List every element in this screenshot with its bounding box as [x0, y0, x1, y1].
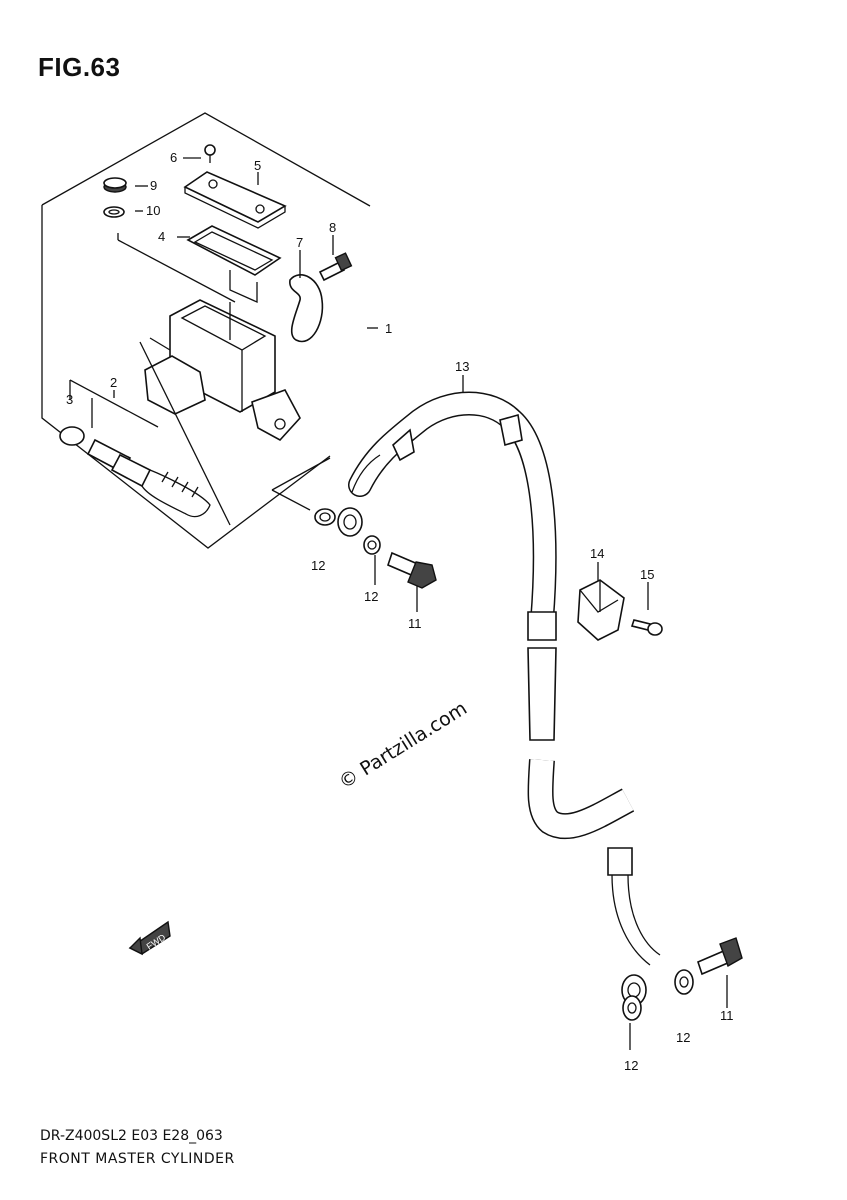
- callout-12-d: 12: [624, 1058, 638, 1073]
- part-14-hose-clamp: [577, 579, 625, 641]
- figure-description: FRONT MASTER CYLINDER: [40, 1151, 235, 1167]
- part-6-screw: [204, 144, 216, 163]
- callout-5: 5: [254, 158, 261, 173]
- callout-2: 2: [110, 375, 117, 390]
- figure-title: FIG.63: [38, 52, 121, 82]
- callout-8: 8: [329, 220, 336, 235]
- upper-banjo-washers: [314, 507, 381, 555]
- callout-3: 3: [66, 392, 73, 407]
- part-11-upper-bolt: [387, 551, 437, 589]
- callout-9: 9: [150, 178, 157, 193]
- part-1-master-cylinder-body: [144, 299, 301, 442]
- callout-11-lower: 11: [720, 1008, 734, 1023]
- part-8-bolt: [318, 252, 353, 282]
- callout-10: 10: [146, 203, 160, 218]
- part-4-diaphragm: [186, 225, 282, 304]
- part-10-ring: [103, 206, 125, 218]
- callout-4: 4: [158, 229, 165, 244]
- callout-13: 13: [455, 359, 469, 374]
- callout-14: 14: [590, 546, 604, 561]
- callout-6: 6: [170, 150, 177, 165]
- callout-1: 1: [385, 321, 392, 336]
- callout-11-upper: 11: [408, 616, 422, 631]
- callout-12-c: 12: [676, 1030, 690, 1045]
- callout-12-a: 12: [311, 558, 325, 573]
- part-13-brake-hose: [348, 391, 661, 1006]
- assembly-outline: [41, 112, 371, 549]
- fwd-arrow-icon: [128, 920, 171, 956]
- callout-leaders: [69, 157, 728, 1050]
- callout-12-b: 12: [364, 589, 378, 604]
- lower-banjo-washers: [622, 969, 694, 1021]
- callout-15: 15: [640, 567, 654, 582]
- part-2-piston-set: [59, 426, 211, 518]
- part-11-lower-bolt: [697, 937, 743, 976]
- part-15-screw: [630, 619, 663, 636]
- model-code: DR-Z400SL2 E03 E28_063: [40, 1128, 223, 1144]
- part-9-plug: [103, 177, 127, 193]
- part-7-clamp: [289, 274, 324, 343]
- part-5-reservoir-cap: [183, 171, 287, 229]
- callout-7: 7: [296, 235, 303, 250]
